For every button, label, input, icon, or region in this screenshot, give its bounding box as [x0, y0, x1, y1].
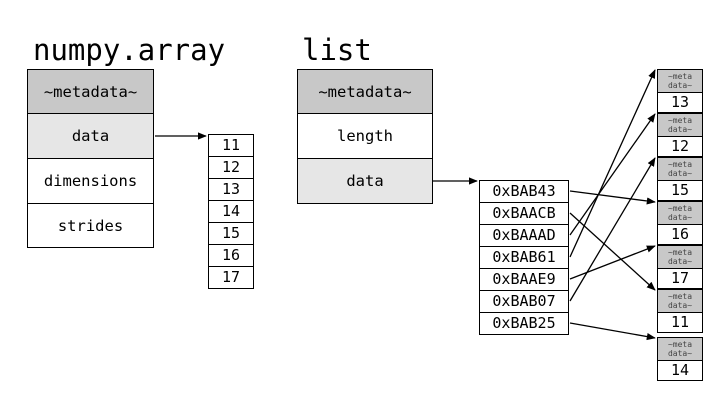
- pointer-arrow: [569, 69, 656, 258]
- object-value: 16: [657, 224, 703, 245]
- pointer-arrow: [569, 190, 656, 205]
- list-title: list: [302, 33, 372, 67]
- numpy-data-field: data: [27, 113, 154, 159]
- pointer-cell: 0xBAB25: [479, 312, 569, 335]
- pointer-arrow: [569, 322, 656, 341]
- pointer-arrow: [569, 157, 656, 302]
- object-value: 11: [657, 312, 703, 333]
- numpy-buffer-cell: 16: [208, 244, 254, 267]
- object-value: 12: [657, 136, 703, 157]
- object-value: 13: [657, 92, 703, 113]
- numpy-buffer-cell: 13: [208, 178, 254, 201]
- pointer-cell: 0xBAAAD: [479, 224, 569, 247]
- pointer-cell: 0xBAACB: [479, 202, 569, 225]
- numpy-strides-field: strides: [27, 203, 154, 248]
- pointer-arrow: [569, 245, 656, 280]
- object-value: 14: [657, 360, 703, 381]
- pointer-cell: 0xBAB61: [479, 246, 569, 269]
- numpy-buffer-cell: 15: [208, 222, 254, 245]
- object-value: 17: [657, 268, 703, 289]
- pointer-arrow: [569, 113, 656, 236]
- list-metadata-field: ~metadata~: [297, 69, 433, 114]
- list-data-field: data: [297, 158, 433, 204]
- object-value: 15: [657, 180, 703, 201]
- numpy-buffer-cell: 17: [208, 266, 254, 289]
- numpy-array-title: numpy.array: [33, 33, 226, 67]
- pointer-cell: 0xBAAE9: [479, 268, 569, 291]
